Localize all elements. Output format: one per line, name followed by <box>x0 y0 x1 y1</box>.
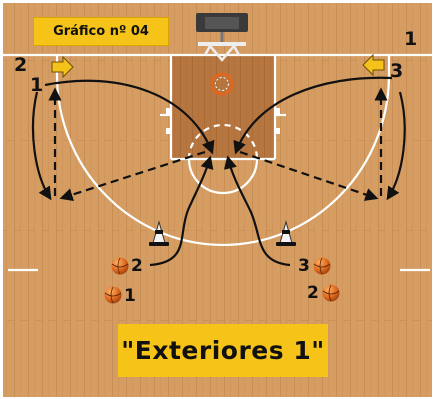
basketball-icon <box>104 286 122 304</box>
pass-right-wing <box>239 150 379 201</box>
player-label-right-top: 3 <box>390 60 404 82</box>
traffic-cone-icon <box>276 220 296 246</box>
basketball-icon <box>322 284 340 302</box>
player-label-right-low: 2 <box>307 283 319 303</box>
path-2-cut-left <box>149 155 214 267</box>
pass-lines <box>48 87 388 202</box>
path-1-to-elbow-left <box>44 79 215 155</box>
free-throw-circle-upper <box>187 158 259 195</box>
path-3-to-elbow-right <box>233 76 393 155</box>
free-throw-circle-lower <box>187 123 259 160</box>
dribble-paths <box>31 76 406 267</box>
player-label-right-mid: 3 <box>298 256 310 276</box>
path-left-down <box>31 91 52 201</box>
basketball-hoop-icon <box>196 13 248 96</box>
drill-caption: "Exteriores 1" <box>118 324 328 377</box>
traffic-cone-icon <box>149 220 169 246</box>
diagram-title: Gráfico nº 04 <box>33 17 169 46</box>
paint-area <box>171 55 275 159</box>
lane-marks <box>166 108 280 134</box>
player-label-left-top-front: 1 <box>30 74 44 96</box>
player-label-left-top-back: 2 <box>14 54 28 76</box>
basketball-icon <box>313 257 331 275</box>
player-label-left-mid: 2 <box>131 256 143 276</box>
basketball-icon <box>111 257 129 275</box>
corner-number-label: 1 <box>404 28 418 50</box>
arrow-marker-icon <box>362 53 385 77</box>
player-label-left-low: 1 <box>124 286 136 306</box>
path-3-cut-right <box>223 155 291 267</box>
three-point-arc <box>55 55 391 247</box>
arrow-marker-icon <box>51 55 74 79</box>
path-right-down <box>386 91 406 201</box>
